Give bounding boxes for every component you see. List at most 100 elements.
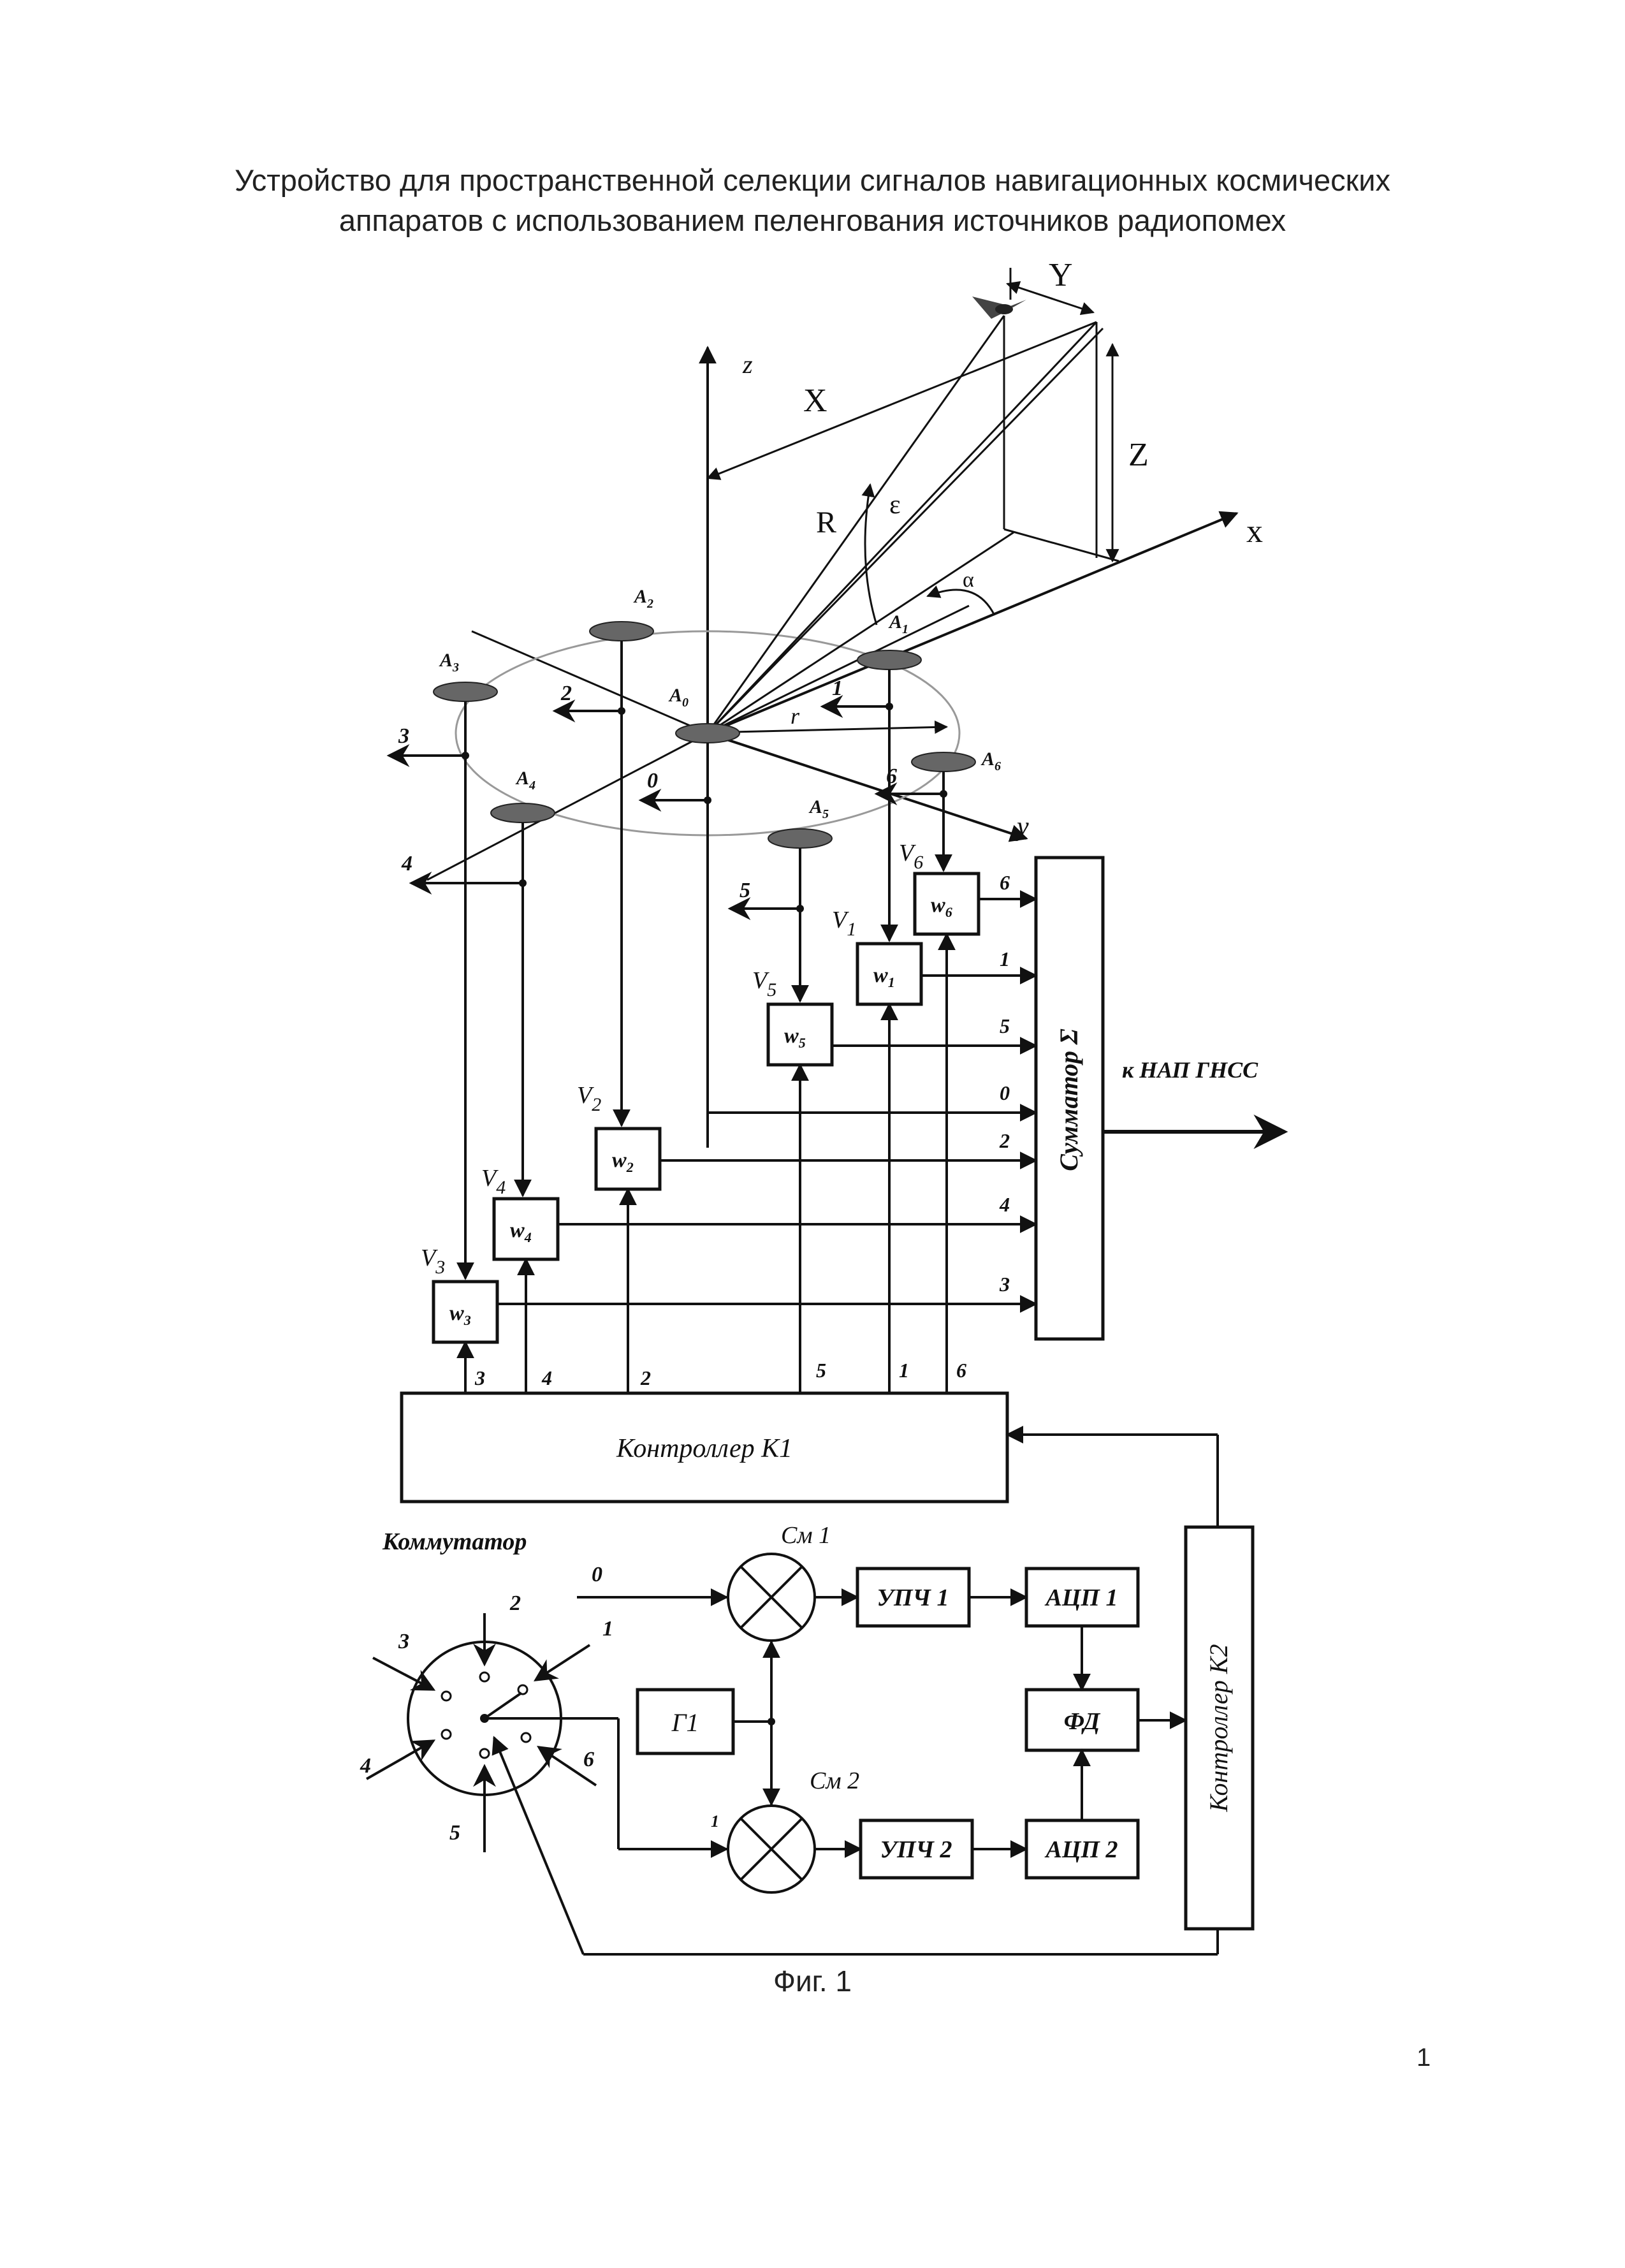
- v1-label: V1: [832, 907, 856, 940]
- tap-4-label: 4: [401, 852, 412, 875]
- switch-port-3-arrow: [373, 1658, 434, 1690]
- switch-contact-4: [442, 1730, 451, 1739]
- k1-out-5-label: 5: [816, 1359, 826, 1382]
- input-0-label: 0: [592, 1563, 602, 1586]
- k1-out-2-label: 2: [640, 1366, 651, 1389]
- z-axis-label: z: [742, 350, 753, 379]
- switch-label: Коммутатор: [382, 1528, 527, 1555]
- x-axis-label: x: [1246, 513, 1263, 550]
- azimuth-arc: [928, 590, 995, 615]
- receiver-section: Коммутатор 2 1 3 4 5 6 0: [360, 1522, 1253, 1954]
- k1-out-3-label: 3: [474, 1366, 485, 1389]
- switch-port-1-arrow: [536, 1645, 590, 1680]
- adc-1-label: АЦП 1: [1045, 1584, 1118, 1611]
- elevation-arc: [865, 485, 877, 625]
- sum-in-5-label: 5: [1000, 1014, 1010, 1037]
- plane-line-3: [708, 606, 969, 733]
- switch-port-2-label: 2: [509, 1591, 521, 1615]
- if-amp-1-label: УПЧ 1: [877, 1584, 949, 1611]
- tap-6-label: 6: [886, 765, 897, 788]
- azimuth-label: α: [963, 568, 974, 592]
- tap-2-label: 2: [560, 682, 572, 705]
- switch-contact-2: [480, 1672, 489, 1681]
- plane-line-2: [472, 631, 708, 733]
- sum-in-3-label: 3: [999, 1273, 1010, 1296]
- antenna-label-A1: A1: [888, 611, 908, 636]
- antenna-label-A6: A6: [980, 749, 1001, 773]
- weights-section: w6 V6 w1 V1 w5 V5 w2 V2 w4 V4 w3 V3 Сумм…: [421, 840, 1285, 1342]
- k1-out-1-label: 1: [899, 1359, 909, 1382]
- ray-3: [708, 328, 1103, 733]
- switch-port-5-label: 5: [449, 1821, 460, 1845]
- switch-contact-5: [480, 1749, 489, 1758]
- v2-label: V2: [577, 1082, 601, 1115]
- mixer-1-label: См 1: [781, 1522, 831, 1549]
- antenna-A3: [434, 682, 497, 701]
- x-axis: [708, 513, 1237, 733]
- antenna-label-A0: A0: [668, 685, 689, 710]
- switch-port-4-label: 4: [360, 1754, 371, 1778]
- phase-detector-label: ФД: [1064, 1708, 1102, 1735]
- plane-line-1: [427, 733, 708, 880]
- switch-port-3-label: 3: [398, 1630, 409, 1653]
- if-amp-2-label: УПЧ 2: [880, 1836, 952, 1863]
- v3-label: V3: [421, 1245, 445, 1278]
- radius-label: r: [791, 703, 800, 729]
- v4-label: V4: [481, 1165, 506, 1198]
- tap-5-label: 5: [740, 879, 750, 902]
- antenna-A0: [676, 724, 740, 743]
- elevation-label: ε: [889, 490, 901, 520]
- antenna-label-A3: A3: [439, 650, 459, 675]
- sum-in-2-label: 2: [999, 1129, 1010, 1152]
- sum-in-4-label: 4: [999, 1193, 1010, 1216]
- antenna-A4: [491, 803, 555, 823]
- k1-out-4-label: 4: [541, 1366, 552, 1389]
- range-label: R: [816, 506, 836, 539]
- tap-1-label: 1: [832, 677, 843, 700]
- ray-2: [708, 322, 1097, 733]
- controller-k1-label: Контроллер К1: [616, 1434, 792, 1463]
- switch-wiper: [485, 1693, 521, 1718]
- sum-in-1-label: 1: [1000, 947, 1010, 970]
- tap-3-label: 3: [398, 724, 409, 748]
- page-number: 1: [1417, 2044, 1431, 2072]
- v5-label: V5: [752, 967, 776, 1000]
- sum-in-0-label: 0: [1000, 1081, 1010, 1104]
- dim-X-label: X: [803, 383, 827, 419]
- sum-in-6-label: 6: [1000, 871, 1010, 894]
- geometry-section: z x y r X Y Z: [389, 257, 1263, 1278]
- y-axis: [708, 733, 1026, 838]
- switch-contact-3: [442, 1692, 451, 1701]
- antenna-A2: [590, 622, 653, 641]
- switch-port-6-label: 6: [583, 1748, 594, 1771]
- radius-arrow: [733, 727, 947, 732]
- target-box-bottom: [1004, 529, 1119, 561]
- antenna-A1: [857, 650, 921, 669]
- antenna-A5: [768, 829, 832, 848]
- mixer-2-input-label: 1: [711, 1812, 719, 1831]
- dim-X-arrow: [708, 322, 1097, 478]
- output-label: к НАП ГНСС: [1122, 1057, 1258, 1083]
- dim-Z-label: Z: [1128, 437, 1149, 473]
- controller-k2-label: Контроллер К2: [1204, 1644, 1233, 1813]
- switch-contact-6: [521, 1733, 530, 1742]
- tap-0-label: 0: [647, 769, 658, 793]
- dim-Y-label: Y: [1049, 257, 1073, 293]
- y-axis-label: y: [1014, 812, 1029, 842]
- antenna-label-A2: A2: [633, 586, 653, 611]
- v6-label: V6: [899, 840, 923, 873]
- switch-port-4-arrow: [367, 1741, 434, 1779]
- generator-g1-label: Г1: [671, 1708, 699, 1737]
- antenna-label-A4: A4: [515, 768, 536, 793]
- switch-port-1-label: 1: [602, 1617, 613, 1641]
- summator-label: Сумматор Σ: [1054, 1028, 1083, 1171]
- satellite-icon: [972, 296, 1026, 319]
- figure-caption: Фиг. 1: [0, 1964, 1625, 1998]
- mixer-2-label: См 2: [810, 1767, 859, 1794]
- k2-to-switch-3: [494, 1738, 583, 1954]
- antenna-label-A5: A5: [808, 796, 829, 821]
- k1-out-6-label: 6: [956, 1359, 966, 1382]
- antenna-A6: [912, 752, 975, 772]
